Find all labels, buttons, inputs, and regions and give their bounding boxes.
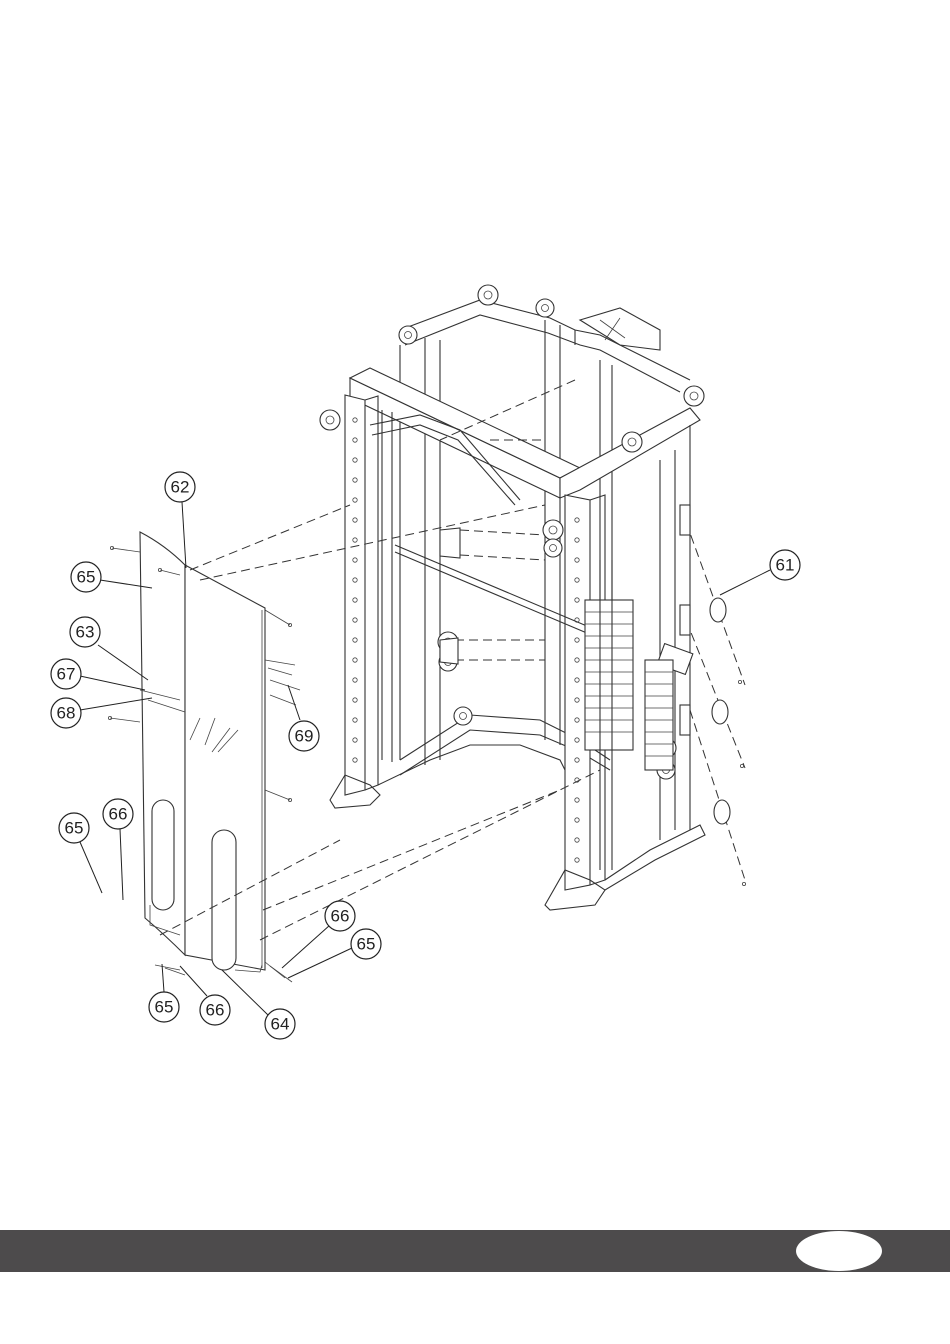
- callout-label: 69: [295, 727, 314, 746]
- callout-label: 65: [357, 935, 376, 954]
- callout-label: 66: [331, 907, 350, 926]
- callout-65a: 65: [71, 562, 152, 592]
- callout-66c: 66: [180, 966, 230, 1025]
- callout-label: 67: [57, 665, 76, 684]
- callout-63: 63: [70, 617, 148, 680]
- callout-label: 66: [206, 1001, 225, 1020]
- callout-label: 63: [76, 623, 95, 642]
- callout-label: 65: [65, 819, 84, 838]
- machine-frame: [320, 285, 705, 910]
- callout-label: 66: [109, 805, 128, 824]
- callout-65c: 65: [288, 929, 381, 978]
- callout-64: 64: [222, 970, 295, 1039]
- page-number-badge: [796, 1231, 882, 1271]
- callout-label: 68: [57, 704, 76, 723]
- callout-label: 64: [271, 1015, 290, 1034]
- callout-label: 62: [171, 478, 190, 497]
- callout-68: 68: [51, 698, 152, 728]
- callout-label: 61: [776, 556, 795, 575]
- callout-65b: 65: [59, 813, 102, 893]
- panel-slot: [212, 830, 236, 970]
- panel-slot: [152, 800, 174, 910]
- top-pulley-housing: [580, 308, 660, 350]
- side-shield-panels: [140, 532, 265, 972]
- callout-69: 69: [288, 685, 319, 751]
- callout-65d: 65: [149, 964, 179, 1022]
- callout-66b: 66: [282, 901, 355, 968]
- callout-label: 65: [77, 568, 96, 587]
- callout-66a: 66: [103, 799, 133, 900]
- callout-67: 67: [51, 659, 145, 690]
- callout-61: 61: [720, 550, 800, 595]
- callout-label: 65: [155, 998, 174, 1017]
